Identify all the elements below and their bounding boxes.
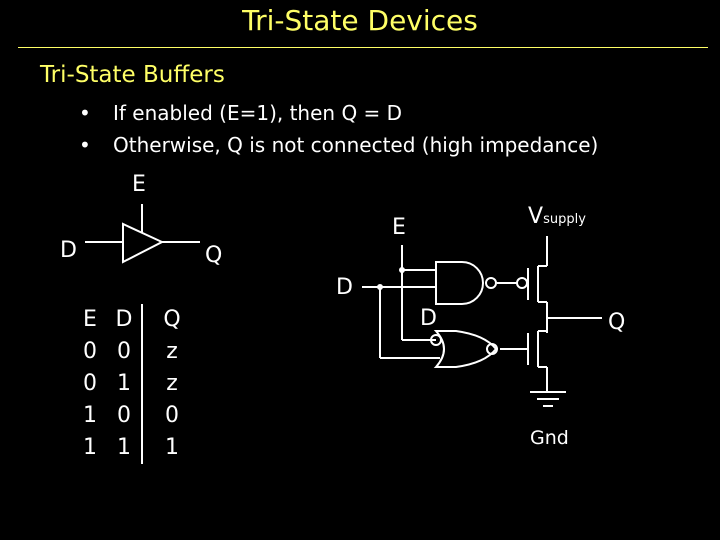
table-cell: z [166,371,178,396]
circuit-internal-label: D [420,306,437,331]
table-cell: 1 [107,368,143,400]
header-cell-q: Q [163,307,181,332]
table-cell: 1 [165,435,179,460]
nor-gate-symbol [433,330,498,368]
table-row: 1 0 0 [73,400,201,432]
truth-table: E D Q 0 0 z 0 1 z 1 0 0 1 1 1 [73,304,201,464]
bullet-enabled: If enabled (E=1), then Q = D [75,97,598,129]
truth-table-header-row: E D Q [73,304,201,336]
header-cell-e: E [83,307,97,332]
table-row: 1 1 1 [73,432,201,464]
table-cell: 1 [83,435,97,460]
nand-bubble-icon [485,277,497,289]
slide-title: Tri-State Devices [242,4,478,37]
bullet-otherwise: Otherwise, Q is not connected (high impe… [75,129,598,161]
circuit-enable-label: E [392,215,406,240]
supply-label: Vsupply [528,204,586,233]
buffer-enable-label: E [132,172,146,197]
supply-label-main: V [528,204,544,229]
table-cell: 0 [165,403,179,428]
junction-dot-d [377,284,383,290]
table-cell: 1 [107,432,143,464]
table-cell: 0 [107,336,143,368]
table-cell: 0 [107,400,143,432]
schematic-wires [362,236,602,407]
header-cell-d: D [107,304,143,336]
table-row: 0 1 z [73,368,201,400]
table-cell: 0 [83,371,97,396]
buffer-output-label: Q [205,243,223,268]
nand-gate-symbol [435,261,484,305]
nor-bubble-icon [486,343,498,355]
table-cell: z [166,339,178,364]
buffer-input-label: D [60,238,77,263]
circuit-output-label: Q [608,310,626,335]
junction-dot-e [399,267,405,273]
ground-label: Gnd [530,427,569,449]
title-divider [18,47,708,48]
tristate-buffer-symbol [85,204,200,264]
circuit-input-label: D [336,275,353,300]
supply-label-subscript: supply [543,212,586,227]
section-heading: Tri-State Buffers [40,62,225,88]
table-row: 0 0 z [73,336,201,368]
table-cell: 0 [83,339,97,364]
table-cell: 1 [83,403,97,428]
pmos-gate-bubble-icon [516,277,528,289]
bullet-list: If enabled (E=1), then Q = D Otherwise, … [75,97,598,161]
nor-input-bubble-icon [430,334,442,346]
